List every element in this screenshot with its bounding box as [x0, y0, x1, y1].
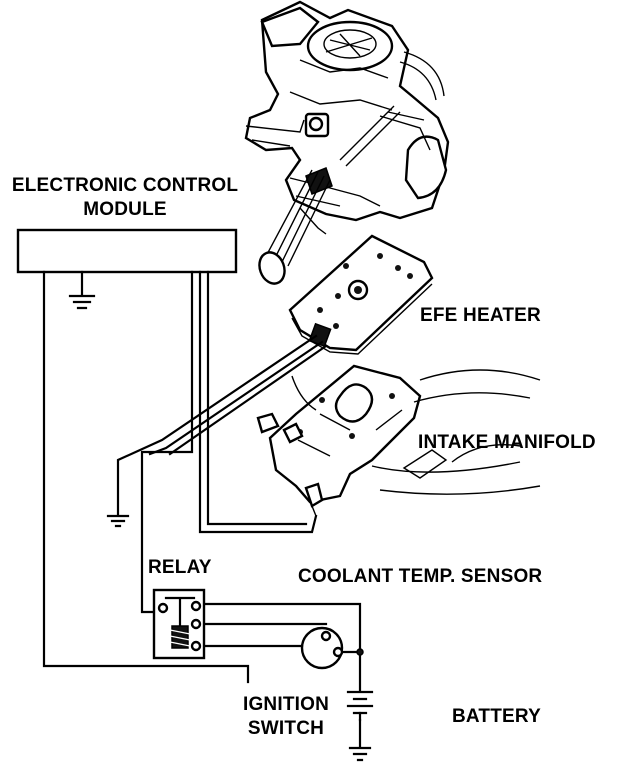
efe-heater-label: EFE HEATER: [420, 305, 541, 326]
battery-label: BATTERY: [452, 706, 542, 727]
intake-manifold: [256, 364, 541, 517]
ecm-label-line1: ELECTRONIC CONTROL: [11, 175, 239, 196]
relay-symbol: [152, 588, 206, 660]
coolant-sensor-label: COOLANT TEMP. SENSOR: [298, 566, 543, 587]
ignition-label-line2: SWITCH: [247, 718, 325, 739]
ecm-box: [16, 228, 238, 274]
coolant-sensor-symbol: [300, 626, 364, 670]
relay-label: RELAY: [148, 557, 212, 578]
ecm-ground: [68, 270, 96, 310]
efe-heater-plate: [288, 234, 434, 355]
ignition-label-line1: IGNITION: [242, 694, 330, 715]
wiring: [42, 270, 372, 762]
ecm-label: ELECTRONIC CONTROL MODULE: [0, 174, 250, 222]
carburetor: [244, 0, 450, 285]
ignition-switch-label: IGNITION SWITCH: [226, 693, 346, 741]
battery-symbol: [346, 690, 374, 722]
intake-manifold-label: INTAKE MANIFOLD: [418, 432, 596, 453]
ecm-label-line2: MODULE: [83, 199, 167, 220]
